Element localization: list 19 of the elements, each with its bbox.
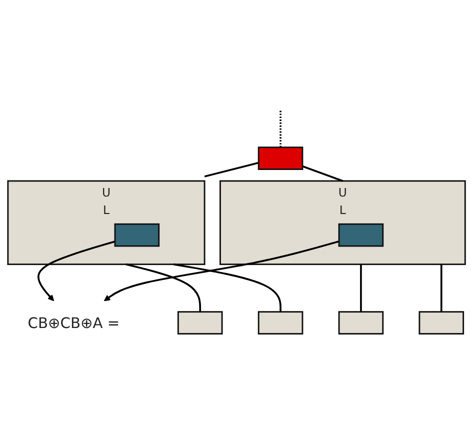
cluster: U L (7, 180, 206, 266)
node-box (177, 311, 223, 335)
connector (302, 166, 344, 182)
node-box (338, 311, 384, 335)
node-box (114, 224, 160, 247)
node-box (258, 311, 304, 335)
connector (204, 162, 259, 178)
connector (126, 264, 202, 312)
connector (280, 110, 282, 148)
node-box (338, 224, 384, 247)
cluster: U L (219, 180, 466, 266)
node-box (258, 146, 304, 170)
node-box (418, 311, 464, 335)
connector (173, 264, 282, 312)
node-text: CB⊕CB⊕A = (28, 314, 120, 332)
connector (360, 264, 362, 312)
arrow (38, 240, 116, 302)
connector (440, 264, 442, 312)
arrow (104, 240, 340, 302)
